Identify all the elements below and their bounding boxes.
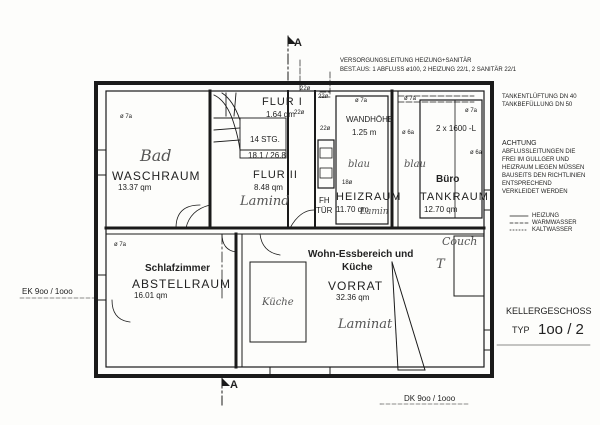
vorrat-note2: Küche <box>342 262 373 273</box>
tank-capacity: 2 x 1600 -L <box>436 124 477 133</box>
tag-j: 22ø <box>318 94 329 100</box>
section-arrow-top <box>288 36 296 44</box>
tag-d: ø 7a <box>465 108 478 114</box>
outer-wall <box>94 81 494 378</box>
tag-e: 22ø <box>300 86 311 92</box>
vorrat-note5: Couch <box>442 235 478 248</box>
heizraum-area: 11.70 qm <box>336 205 369 214</box>
achtung-line: ENTSPRECHEND <box>502 181 552 187</box>
legend-warmwasser: WARMWASSER <box>532 220 577 226</box>
achtung-line: FREI IM GULLGER UND <box>502 157 570 163</box>
stair-ratio: 18.1 / 26.8 <box>248 151 286 160</box>
wandhoehe-value: 1.25 m <box>352 128 377 137</box>
tankraum-note1: blau <box>404 159 427 170</box>
stair-steps: 14 STG. <box>250 135 280 144</box>
windows <box>95 149 493 377</box>
vorrat-note6: T <box>436 257 445 272</box>
kitchen-block <box>249 261 307 343</box>
tag-l: ø 7a <box>114 242 127 248</box>
achtung-line: VERKLEIDET WERDEN <box>502 189 568 195</box>
dk-label: DK 9oo / 1ooo <box>404 394 456 403</box>
achtung-line: HEIZRAUM LIEGEN MÜSSEN <box>502 165 585 171</box>
section-label-bottom: A <box>230 379 239 391</box>
waschraum-area: 13.37 qm <box>118 183 152 192</box>
tag-h: ø 6a <box>470 150 483 156</box>
pipe-runs <box>299 59 475 103</box>
door-arc-1 <box>175 204 201 229</box>
fh-tuer-1: FH <box>319 196 330 205</box>
couch-block <box>453 235 485 297</box>
tag-f: 22ø <box>294 110 305 116</box>
tag-i: 18ø <box>342 180 353 186</box>
tag-c: ø 7a <box>404 96 417 102</box>
header-note-1: VERSORGUNGSLEITUNG HEIZUNG+SANITÄR <box>340 58 472 64</box>
tank-note-2: TANKBEFÜLLUNG DN 50 <box>502 102 573 108</box>
tag-a: ø 7a <box>120 114 133 120</box>
abstellraum-note: Schlafzimmer <box>145 263 211 274</box>
heizraum-inner <box>335 95 389 225</box>
waschraum-name: WASCHRAUM <box>112 169 201 183</box>
heizraum-note1: blau <box>348 159 371 170</box>
vorrat-area: 32.36 qm <box>336 293 370 302</box>
tag-b: ø 7a <box>355 98 368 104</box>
ek-label: EK 9oo / 1ooo <box>22 287 73 296</box>
legend-kaltwasser: KALTWASSER <box>532 227 573 233</box>
section-label-top: A <box>294 37 303 49</box>
title-typ: TYP <box>512 325 530 335</box>
tag-g: ø 6a <box>402 130 415 136</box>
heizraum-name: HEIZRAUM <box>336 191 402 203</box>
tag-k: 22ø <box>320 126 331 132</box>
header-note-2: BEST.AUS: 1 ABFLUSS ø100, 2 HEIZUNG 22/1… <box>340 67 517 73</box>
flur2-area: 8.48 qm <box>254 183 283 192</box>
title-num: 1oo / 2 <box>538 321 584 338</box>
door-arc-4 <box>221 233 237 253</box>
flur1-area: 1.64 qm <box>266 110 295 119</box>
heizraum-note2: Lamin <box>360 207 389 217</box>
section-arrow-bottom <box>222 378 230 386</box>
wandhoehe-name: WANDHÖHE <box>346 115 394 124</box>
tankraum-name: TANKRAUM <box>420 191 489 203</box>
flur2-name: FLUR II <box>253 169 298 181</box>
vorrat-note4: Laminat <box>338 317 393 332</box>
flur2-note: Lamind <box>240 194 290 209</box>
abstellraum-name: ABSTELLRAUM <box>132 277 232 291</box>
tankraum-area: 12.70 qm <box>424 205 458 214</box>
legend-heizung: HEIZUNG <box>532 213 559 219</box>
door-arc-3 <box>259 233 281 256</box>
door-arc-2 <box>289 209 315 229</box>
title-line1: KELLERGESCHOSS <box>506 306 592 316</box>
tankraum-note2: Büro <box>436 174 460 185</box>
achtung-title: ACHTUNG <box>502 140 537 147</box>
tank-box <box>419 99 483 219</box>
vorrat-name: VORRAT <box>328 279 384 293</box>
boiler <box>317 139 335 189</box>
achtung-line: ABFLUSSLEITUNGEN DIE <box>502 149 576 155</box>
achtung-line: BAUSEITS DEN RICHTLINIEN <box>502 173 586 179</box>
stair <box>213 92 287 159</box>
abstellraum-area: 16.01 qm <box>134 291 168 300</box>
tank-note-1: TANKENTLÜFTUNG DN 40 <box>502 94 577 100</box>
vorrat-note3: Küche <box>262 297 294 308</box>
vorrat-note1: Wohn-Essbereich und <box>308 249 414 260</box>
achtung-note: ACHTUNG ABFLUSSLEITUNGEN DIE FREI IM GUL… <box>502 140 585 196</box>
flur1-name: FLUR I <box>262 96 303 108</box>
fh-tuer-2: TÜR <box>316 206 333 215</box>
waschraum-note: Bad <box>140 146 172 165</box>
